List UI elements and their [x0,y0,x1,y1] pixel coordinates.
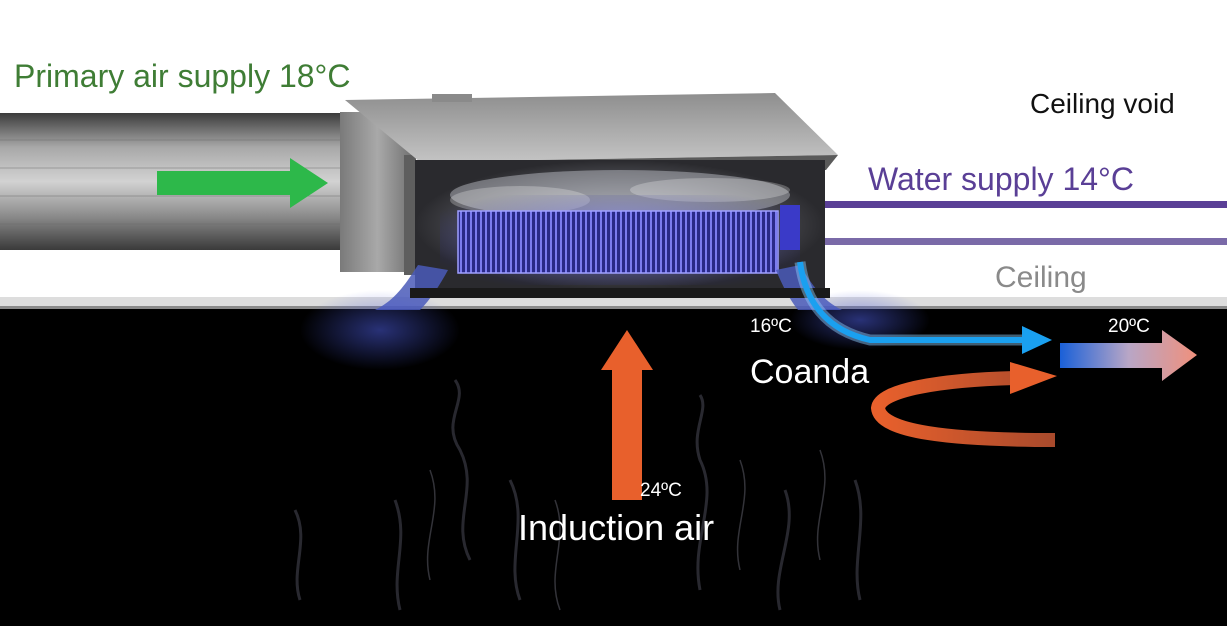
water-supply-label: Water supply 14°C [868,163,1134,195]
coanda-label: Coanda [750,355,869,389]
water-return-pipe [815,238,1227,245]
induction-temperature: 24ºC [640,481,682,500]
primary-air-label: Primary air supply 18°C [14,60,350,92]
ceiling-label: Ceiling [995,263,1087,293]
coanda-temperature: 16ºC [750,317,792,336]
room-temperature: 20ºC [1108,317,1150,336]
induction-air-label: Induction air [518,510,714,546]
cooling-coil [458,211,778,273]
beam-roof [345,93,838,162]
water-supply-pipe [815,201,1227,208]
ceiling-void-label: Ceiling void [1030,90,1175,118]
